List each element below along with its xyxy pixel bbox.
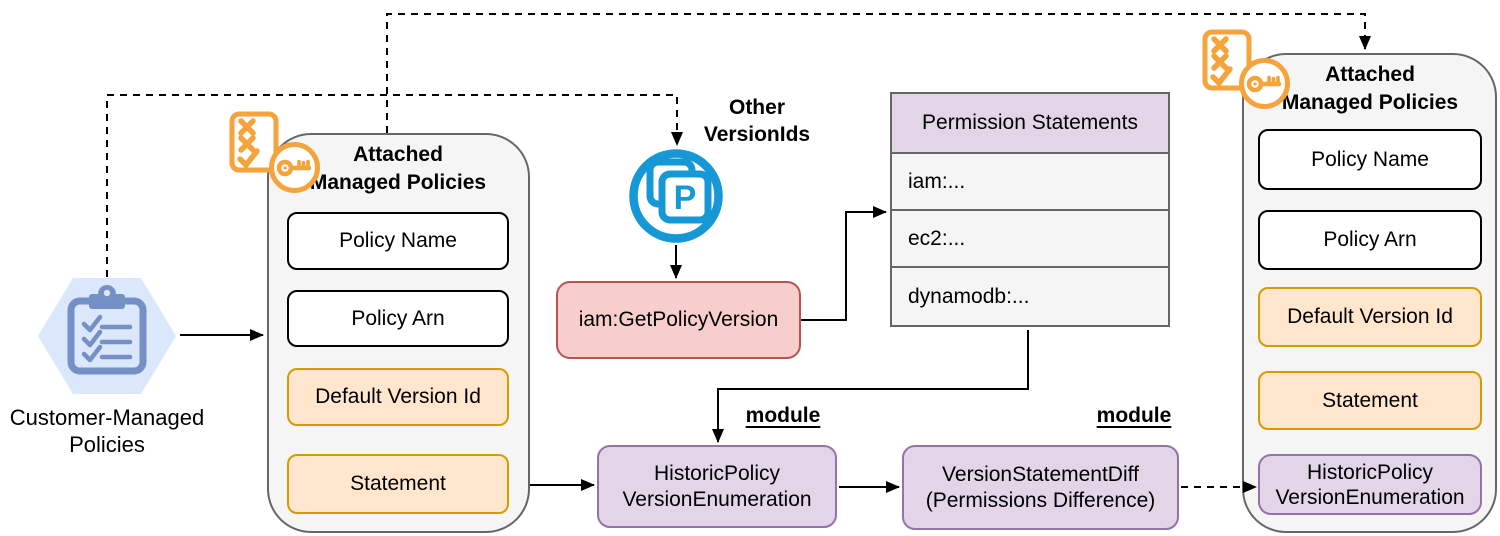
right-historic-policy-cell: HistoricPolicy VersionEnumeration	[1258, 454, 1482, 515]
permission-table-header: Permission Statements	[892, 94, 1168, 154]
permission-statements-table: Permission Statements iam:... ec2:... dy…	[890, 92, 1170, 327]
customer-managed-policies-icon	[38, 278, 176, 394]
right-policy-arn-cell: Policy Arn	[1258, 210, 1482, 270]
left-panel-title: Attached Managed Policies	[309, 143, 487, 194]
right-default-version-id-cell: Default Version Id	[1258, 287, 1482, 347]
right-policy-name-cell: Policy Name	[1258, 129, 1482, 190]
left-statement-cell: Statement	[287, 454, 509, 514]
other-versionids-label: Other VersionIds	[703, 96, 811, 146]
right-panel-title: Attached Managed Policies	[1281, 63, 1459, 114]
module-badge-right: module	[1096, 404, 1172, 427]
key-icon	[269, 142, 320, 193]
table-row: iam:...	[892, 154, 1168, 211]
table-row: ec2:...	[892, 211, 1168, 268]
clipboard-icon	[67, 285, 147, 375]
arrow-getpolicyversion-to-table	[801, 206, 887, 321]
left-policy-arn-cell: Policy Arn	[287, 290, 509, 347]
checklist-icon	[229, 111, 279, 173]
table-row: dynamodb:...	[892, 268, 1168, 325]
left-policy-name-cell: Policy Name	[287, 212, 509, 270]
customer-managed-policies-label: Customer-Managed Policies	[9, 405, 205, 457]
module-badge-left: module	[745, 404, 821, 427]
version-statement-diff-box: VersionStatementDiff (Permissions Differ…	[902, 445, 1179, 530]
key-icon	[1239, 58, 1290, 109]
checklist-icon	[1202, 29, 1252, 91]
policy-versions-icon: P	[629, 149, 723, 243]
historic-policy-version-enumeration-box: HistoricPolicy VersionEnumeration	[597, 445, 837, 528]
iam-getpolicyversion-box: iam:GetPolicyVersion	[556, 281, 801, 359]
right-statement-cell: Statement	[1258, 371, 1482, 430]
policy-letter: P	[674, 179, 697, 217]
left-default-version-id-cell: Default Version Id	[287, 368, 509, 426]
